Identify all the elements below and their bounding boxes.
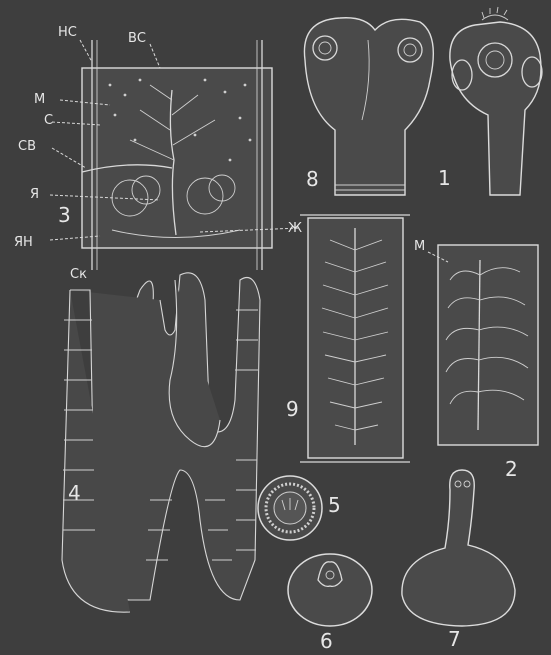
figure-number-6: 6 (320, 629, 333, 653)
figure-number-4: 4 (68, 481, 81, 505)
label-c: С (44, 113, 53, 128)
label-cb: СВ (18, 139, 36, 154)
figure-4-strobila: 4 (62, 273, 260, 612)
label-bc: ВС (128, 31, 146, 46)
figure-8-scolex: 8 (304, 18, 433, 195)
figure-number-7: 7 (448, 627, 461, 651)
figure-number-3: 3 (58, 203, 71, 227)
figure-7-evaginated-cysticercus: 7 (402, 470, 515, 651)
figure-number-2: 2 (505, 457, 518, 481)
label-yan: ЯН (14, 235, 33, 250)
figure-9-gravid-proglottid: 9 (286, 215, 410, 462)
label-zh: Ж (288, 221, 302, 236)
figure-6-cysticercus: 6 (288, 554, 372, 653)
label-ck: Ск (70, 267, 87, 282)
figure-number-5: 5 (328, 493, 341, 517)
figure-5-egg: 5 (258, 476, 341, 540)
figure-2-gravid-proglottid: М 2 (414, 239, 538, 481)
figure-number-9: 9 (286, 397, 299, 421)
label-m2: М (414, 239, 425, 254)
figure-1-scolex: 1 (438, 7, 542, 195)
label-m: М (34, 92, 45, 107)
label-ya: Я (30, 187, 39, 202)
label-nc: НС (58, 25, 77, 40)
figure-3-proglottid: НС ВС М С СВ Я ЯН Ж Ск 3 (14, 25, 302, 282)
figure-number-8: 8 (306, 167, 319, 191)
figure-number-1: 1 (438, 166, 451, 190)
